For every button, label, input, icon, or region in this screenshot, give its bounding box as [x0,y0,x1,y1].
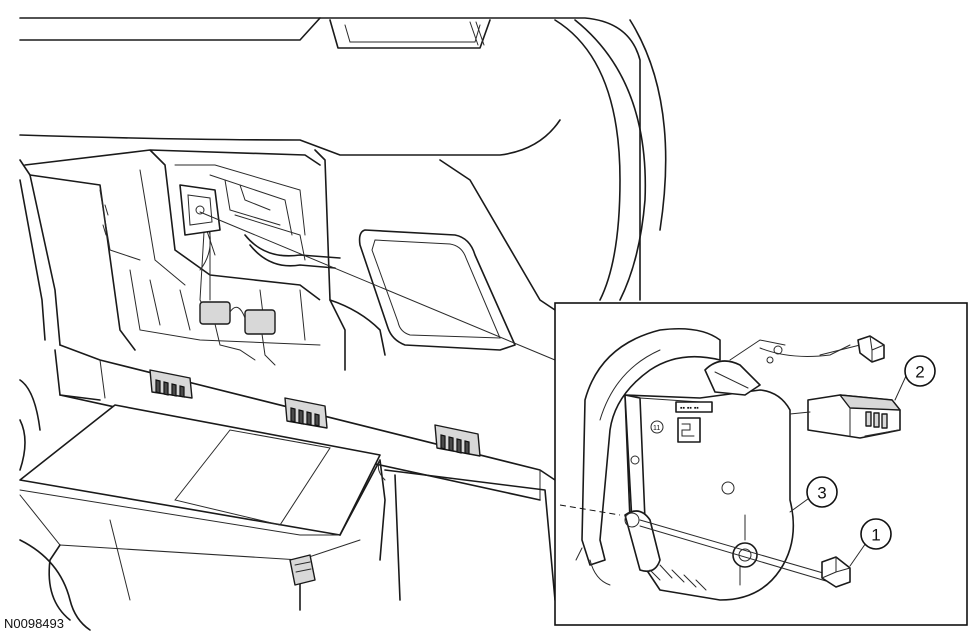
callout-1: 1 [860,518,892,550]
electrical-connector [789,394,901,439]
rail-clip-right [434,424,481,457]
svg-text:▪▪ ▪▪ ▪▪: ▪▪ ▪▪ ▪▪ [680,405,699,412]
rail-clip-left [149,369,193,399]
callout-3: 3 [806,476,838,508]
rail-clip-center [284,397,328,429]
instrument-panel-drawing [19,17,667,631]
screw-lower [639,519,851,588]
module-label: 11 [653,425,660,432]
svg-text:3: 3 [817,484,826,503]
svg-text:2: 2 [915,363,924,382]
callout-2: 2 [904,355,936,387]
detail-inset: ▪▪ ▪▪ ▪▪ 11 [554,302,968,626]
screw-upper [819,335,885,363]
figure-id: N0098493 [4,616,64,631]
svg-text:1: 1 [871,526,880,545]
